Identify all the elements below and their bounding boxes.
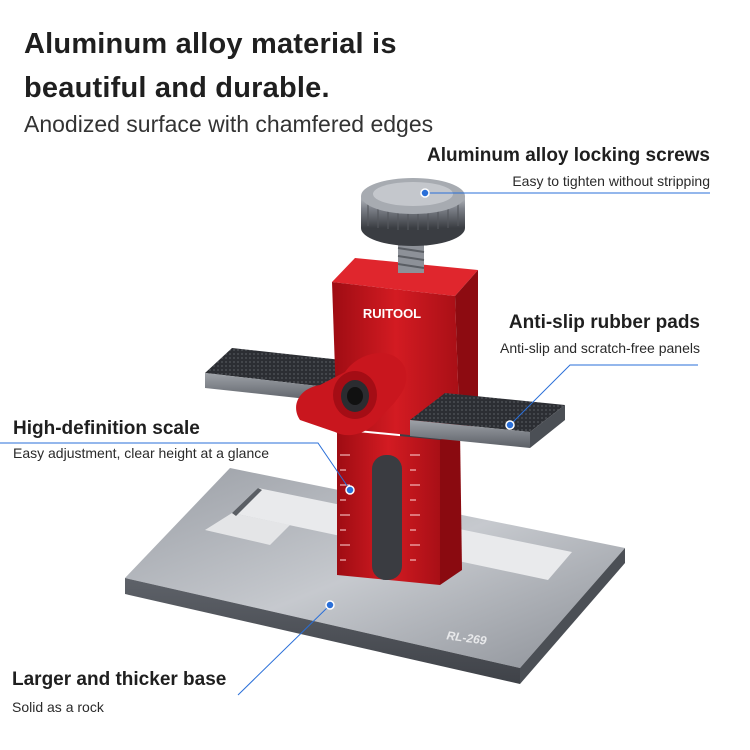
headline-line-1: Aluminum alloy material is: [24, 28, 397, 60]
callout-dots: [325, 188, 515, 610]
subtitle: Anodized surface with chamfered edges: [24, 111, 434, 137]
right-pad-arm: [410, 393, 565, 448]
headline-line-2: beautiful and durable.: [24, 72, 330, 104]
callout-title: High-definition scale: [13, 418, 200, 439]
leader-base: [237, 604, 331, 696]
callout-title: Anti-slip rubber pads: [508, 312, 700, 333]
callout-desc: Anti-slip and scratch-free panels: [500, 340, 700, 356]
dot-screws: [420, 188, 430, 198]
dot-base: [325, 600, 335, 610]
dot-pads: [505, 420, 515, 430]
callout-rubber-pads: Anti-slip rubber pads Anti-slip and scra…: [500, 312, 700, 356]
callout-base: Larger and thicker base Solid as a rock: [12, 669, 226, 715]
callout-desc: Easy adjustment, clear height at a glanc…: [13, 445, 270, 461]
model-engraving: RL-269: [446, 628, 488, 647]
brand-logo: RUITOOL: [363, 306, 421, 321]
leader-scale: [0, 442, 351, 491]
dot-scale: [345, 485, 355, 495]
callout-scale: High-definition scale Easy adjustment, c…: [13, 418, 269, 461]
callout-leaders: [0, 192, 710, 696]
callout-desc: Easy to tighten without stripping: [512, 173, 710, 189]
callout-title: Aluminum alloy locking screws: [427, 145, 710, 166]
callout-title: Larger and thicker base: [12, 669, 227, 690]
locking-knob: [361, 178, 465, 246]
leader-pads: [509, 364, 698, 426]
headline: Aluminum alloy material is beautiful and…: [24, 22, 397, 110]
wing-nut: [296, 352, 407, 436]
callout-desc: Solid as a rock: [12, 699, 104, 715]
callout-locking-screws: Aluminum alloy locking screws Easy to ti…: [427, 145, 710, 189]
